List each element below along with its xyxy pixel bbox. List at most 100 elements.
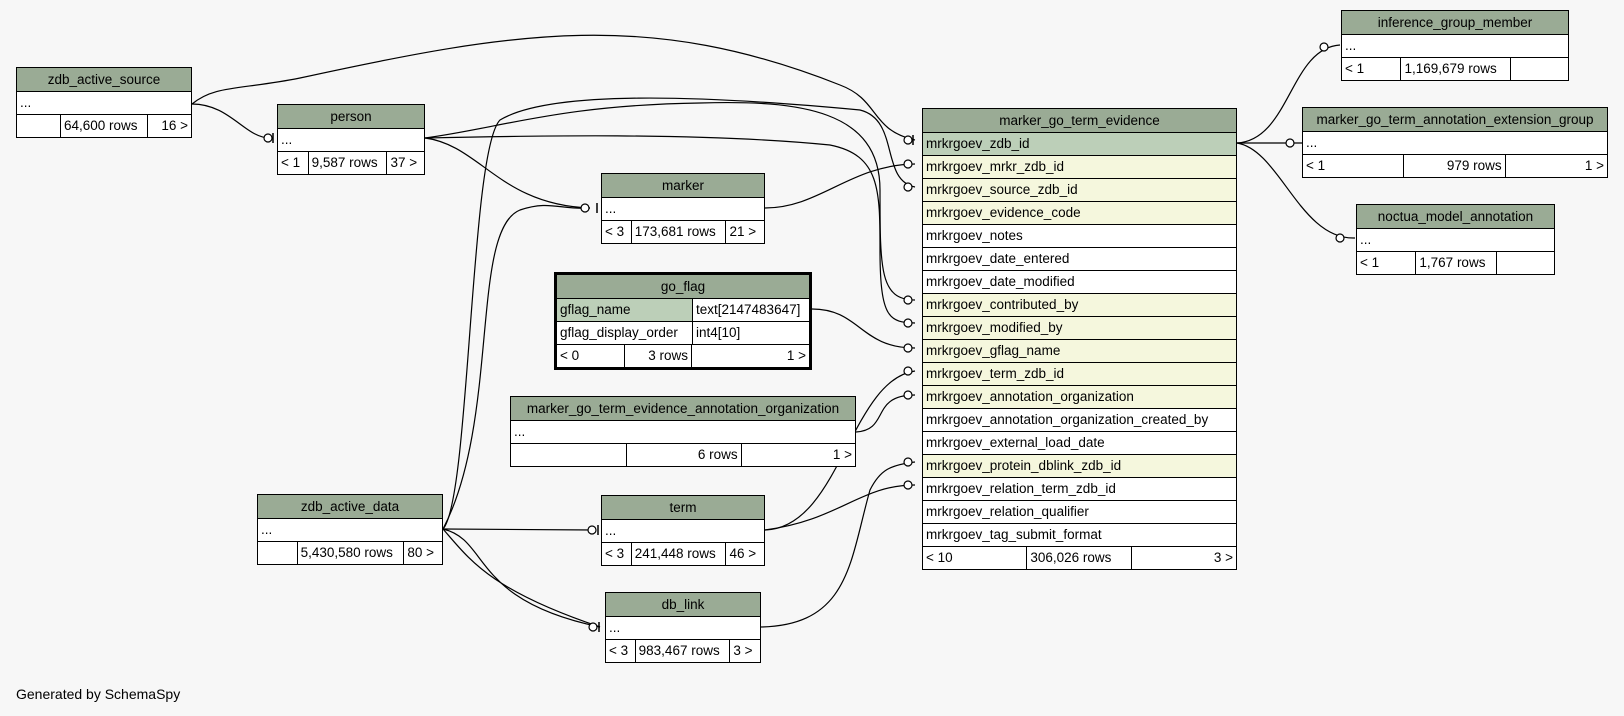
table-footer: < 1 9,587 rows 37 > (278, 152, 424, 174)
footer-rows: 1,767 rows (1416, 252, 1497, 274)
column-name: gflag_name (557, 299, 692, 321)
table-footer: < 1 979 rows 1 > (1303, 155, 1607, 177)
footer-parents (258, 542, 298, 564)
column-row: mrkrgoev_zdb_id (923, 133, 1236, 156)
table-title: marker_go_term_annotation_extension_grou… (1303, 108, 1607, 132)
table-title: inference_group_member (1342, 11, 1568, 35)
column-row: mrkrgoev_external_load_date (923, 432, 1236, 455)
table-title: zdb_active_data (258, 495, 442, 519)
column-row: mrkrgoev_date_entered (923, 248, 1236, 271)
table-footer: < 3 173,681 rows 21 > (602, 221, 764, 243)
table-annotation-organization[interactable]: marker_go_term_evidence_annotation_organ… (510, 396, 856, 467)
footer-rows: 306,026 rows (1027, 547, 1132, 569)
column-row: mrkrgoev_term_zdb_id (923, 363, 1236, 386)
column-row: mrkrgoev_relation_term_zdb_id (923, 478, 1236, 501)
table-zdb-active-data[interactable]: zdb_active_data ... 5,430,580 rows 80 > (257, 494, 443, 565)
column-row: mrkrgoev_annotation_organization (923, 386, 1236, 409)
footer-parents: < 3 (602, 221, 632, 243)
table-go-flag[interactable]: go_flag gflag_name text[2147483647] gfla… (554, 272, 812, 370)
footer-children: 80 > (407, 545, 435, 560)
footer-parents (511, 444, 628, 466)
table-row: ... (17, 92, 191, 115)
footer-children: 1 > (1584, 158, 1604, 173)
footer-children: 1 > (832, 447, 853, 462)
table-person[interactable]: person ... < 1 9,587 rows 37 > (277, 104, 425, 175)
table-title: marker_go_term_evidence (923, 109, 1236, 133)
footer-children (1511, 58, 1569, 80)
footer-rows: 241,448 rows (632, 543, 727, 565)
column-row: mrkrgoev_protein_dblink_zdb_id (923, 455, 1236, 478)
footer-rows: 1,169,679 rows (1401, 58, 1511, 80)
table-footer: 6 rows 1 > (511, 444, 855, 466)
table-footer: < 0 3 rows 1 > (557, 345, 809, 367)
column-row: mrkrgoev_relation_qualifier (923, 501, 1236, 524)
table-title: marker (602, 174, 764, 198)
generated-by-label: Generated by SchemaSpy (16, 686, 181, 702)
table-inference-group-member[interactable]: inference_group_member ... < 1 1,169,679… (1341, 10, 1569, 81)
footer-parents: < 1 (1342, 58, 1402, 80)
table-title: person (278, 105, 424, 129)
table-row: ... (258, 519, 442, 542)
footer-parents: < 3 (602, 543, 632, 565)
footer-children: 1 > (786, 348, 806, 363)
table-row: gflag_name text[2147483647] (557, 299, 809, 322)
footer-rows: 979 rows (1404, 155, 1506, 177)
column-row: mrkrgoev_date_modified (923, 271, 1236, 294)
footer-children: 46 > (729, 546, 757, 561)
column-row: mrkrgoev_annotation_organization_created… (923, 409, 1236, 432)
table-annotation-extension-group[interactable]: marker_go_term_annotation_extension_grou… (1302, 107, 1608, 178)
table-footer: < 10 306,026 rows 3 > (923, 547, 1236, 569)
table-row: ... (602, 198, 764, 221)
footer-children: 21 > (729, 224, 757, 239)
table-row: ... (606, 617, 760, 640)
table-zdb-active-source[interactable]: zdb_active_source ... 64,600 rows 16 > (16, 67, 192, 138)
footer-rows: 9,587 rows (309, 152, 388, 174)
table-marker[interactable]: marker ... < 3 173,681 rows 21 > (601, 173, 765, 244)
footer-rows: 6 rows (627, 444, 742, 466)
footer-rows: 173,681 rows (632, 221, 727, 243)
footer-children (1497, 252, 1554, 274)
table-row: gflag_display_order int4[10] (557, 322, 809, 345)
table-row: ... (511, 421, 855, 444)
table-row: ... (278, 129, 424, 152)
table-marker-go-term-evidence[interactable]: marker_go_term_evidence mrkrgoev_zdb_id … (922, 108, 1237, 570)
footer-parents: < 10 (923, 547, 1028, 569)
footer-parents: < 0 (557, 345, 625, 367)
column-row: mrkrgoev_gflag_name (923, 340, 1236, 363)
footer-children: 3 > (733, 643, 753, 658)
table-footer: < 3 983,467 rows 3 > (606, 640, 760, 662)
column-row: mrkrgoev_contributed_by (923, 294, 1236, 317)
column-row: mrkrgoev_mrkr_zdb_id (923, 156, 1236, 179)
column-type: text[2147483647] (692, 299, 809, 321)
footer-rows: 64,600 rows (61, 115, 148, 137)
table-footer: < 3 241,448 rows 46 > (602, 543, 764, 565)
footer-children: 16 > (161, 118, 188, 133)
table-footer: < 1 1,767 rows (1357, 252, 1554, 274)
footer-rows: 983,467 rows (636, 640, 731, 662)
column-row: mrkrgoev_notes (923, 225, 1236, 248)
table-footer: 5,430,580 rows 80 > (258, 542, 442, 564)
table-title: db_link (606, 593, 760, 617)
column-row: mrkrgoev_modified_by (923, 317, 1236, 340)
column-row: mrkrgoev_source_zdb_id (923, 179, 1236, 202)
column-row: mrkrgoev_tag_submit_format (923, 524, 1236, 547)
column-type: int4[10] (692, 322, 809, 344)
footer-parents (17, 115, 61, 137)
table-row: ... (1357, 229, 1554, 252)
table-noctua-model-annotation[interactable]: noctua_model_annotation ... < 1 1,767 ro… (1356, 204, 1555, 275)
table-db-link[interactable]: db_link ... < 3 983,467 rows 3 > (605, 592, 761, 663)
table-term[interactable]: term ... < 3 241,448 rows 46 > (601, 495, 765, 566)
table-footer: 64,600 rows 16 > (17, 115, 191, 137)
column-row: mrkrgoev_evidence_code (923, 202, 1236, 225)
footer-parents: < 1 (1303, 155, 1405, 177)
table-row: ... (1342, 35, 1568, 58)
footer-parents: < 3 (606, 640, 636, 662)
footer-rows: 5,430,580 rows (298, 542, 405, 564)
footer-rows: 3 rows (625, 345, 692, 367)
table-row: ... (602, 520, 764, 543)
table-title: go_flag (557, 275, 809, 299)
table-title: noctua_model_annotation (1357, 205, 1554, 229)
footer-parents: < 1 (1357, 252, 1417, 274)
table-footer: < 1 1,169,679 rows (1342, 58, 1568, 80)
table-title: zdb_active_source (17, 68, 191, 92)
